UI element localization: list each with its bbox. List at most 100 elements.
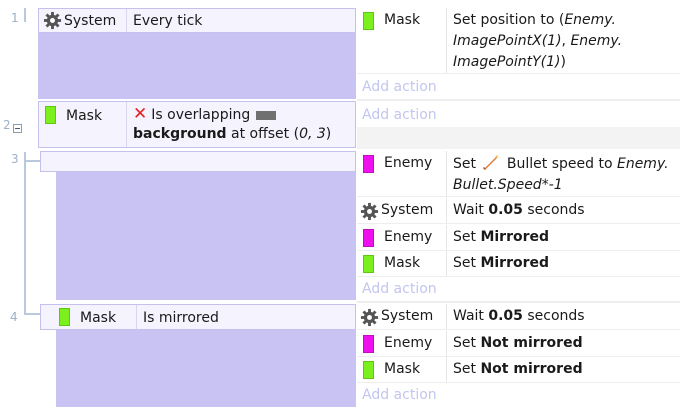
event-separator	[357, 127, 680, 149]
action-text: Set Mirrored	[447, 251, 680, 276]
action-text: Set position to (Enemy. ImagePointX(1), …	[447, 8, 680, 73]
action-object-label: System	[381, 308, 434, 324]
event-1-action-1[interactable]: Mask Set position to (Enemy. ImagePointX…	[357, 8, 680, 74]
action-object: System	[357, 198, 447, 223]
green-sprite-icon	[363, 12, 374, 30]
action-param: Mirrored	[480, 229, 550, 245]
tree-line	[24, 160, 40, 162]
event-4-action-3[interactable]: Mask Set Not mirrored	[357, 357, 680, 383]
event-3-action-1[interactable]: Enemy Set Bullet speed to Enemy. Bullet.…	[357, 151, 680, 197]
event-separator	[357, 99, 680, 101]
action-object: Mask	[357, 251, 447, 276]
condition-object: Mask	[41, 305, 137, 329]
action-text-part: Set	[453, 361, 481, 377]
action-text: Set Not mirrored	[447, 331, 680, 356]
event-2-condition[interactable]: Mask ✕Is overlapping background at offse…	[38, 101, 356, 148]
action-expression: ImagePointX(1)	[453, 33, 562, 49]
condition-object-label: System	[64, 13, 117, 29]
action-text-part: seconds	[522, 202, 585, 218]
condition-text-part: at offset (	[226, 126, 300, 142]
action-param: 0.05	[488, 308, 523, 324]
green-sprite-icon	[59, 308, 70, 326]
action-text: Wait 0.05 seconds	[447, 198, 680, 223]
condition-text: ✕Is overlapping background at offset (0,…	[127, 102, 337, 146]
collapse-icon[interactable]	[13, 124, 22, 133]
action-expression: Enemy.	[570, 33, 623, 49]
add-action-link[interactable]: Add action	[362, 79, 437, 95]
action-text-part: ,	[561, 33, 571, 49]
action-object-label: Mask	[384, 361, 421, 377]
condition-text: Is mirrored	[143, 310, 219, 326]
event-3-condition-header[interactable]	[40, 151, 356, 172]
red-x-icon: ✕	[133, 104, 148, 124]
condition-param: 0, 3	[299, 126, 326, 142]
action-object-label: Enemy	[384, 229, 433, 245]
bullet-behavior-icon	[483, 155, 499, 170]
event-3-action-3[interactable]: Enemy Set Mirrored	[357, 225, 680, 251]
condition-object-label: Mask	[80, 310, 117, 326]
green-sprite-icon	[363, 361, 374, 379]
event-number: 1	[11, 11, 19, 25]
condition-object-label: Mask	[66, 108, 103, 124]
action-object: Enemy	[357, 225, 447, 250]
action-object-label: Mask	[384, 12, 421, 28]
action-text-part: Wait	[453, 308, 489, 324]
add-action-link[interactable]: Add action	[362, 281, 437, 297]
event-separator	[357, 301, 680, 303]
action-object: Mask	[357, 357, 447, 382]
event-4-condition[interactable]: Mask Is mirrored	[40, 304, 356, 330]
action-text-part: Set	[453, 335, 481, 351]
action-object-label: System	[381, 202, 434, 218]
action-object-label: Enemy	[384, 155, 433, 171]
action-text-part: seconds	[522, 308, 585, 324]
action-object: System	[357, 304, 447, 329]
magenta-sprite-icon	[363, 335, 374, 353]
tiled-background-icon	[256, 110, 277, 120]
action-text-part: Set position to (	[453, 12, 565, 28]
action-text: Set Bullet speed to Enemy. Bullet.Speed*…	[447, 151, 680, 196]
action-expression: Enemy.	[564, 12, 616, 28]
green-sprite-icon	[45, 106, 56, 124]
event-3-action-4[interactable]: Mask Set Mirrored	[357, 251, 680, 277]
condition-text-part: )	[325, 126, 332, 142]
event-4-action-1[interactable]: System Wait 0.05 seconds	[357, 304, 680, 330]
action-object: Mask	[357, 8, 447, 73]
action-text: Set Not mirrored	[447, 357, 680, 382]
event-number: 3	[11, 152, 19, 166]
add-action-link[interactable]: Add action	[362, 387, 437, 403]
action-param: 0.05	[488, 202, 523, 218]
action-text: Wait 0.05 seconds	[447, 304, 680, 329]
tree-line	[24, 152, 26, 314]
gear-icon	[43, 11, 62, 30]
action-object-label: Mask	[384, 255, 421, 271]
magenta-sprite-icon	[363, 155, 374, 173]
tree-line	[24, 313, 40, 315]
action-param: Mirrored	[480, 255, 550, 271]
action-text-part: )	[560, 54, 566, 70]
action-text-part: Set	[453, 156, 476, 172]
event-1-condition[interactable]: System Every tick	[38, 8, 356, 33]
green-sprite-icon	[363, 255, 374, 273]
action-object-label: Enemy	[384, 335, 433, 351]
event-3-action-2[interactable]: System Wait 0.05 seconds	[357, 198, 680, 224]
event-number: 4	[10, 310, 18, 324]
action-text-part: Wait	[453, 202, 489, 218]
condition-text: Every tick	[133, 13, 203, 29]
action-text: Set Mirrored	[447, 225, 680, 250]
event-4-action-2[interactable]: Enemy Set Not mirrored	[357, 331, 680, 357]
gear-icon	[360, 202, 379, 221]
action-text-part: Bullet speed to	[506, 156, 613, 172]
tree-line	[24, 8, 26, 22]
action-text-part: Set	[453, 229, 481, 245]
action-expression: ImagePointY(1)	[453, 54, 561, 70]
event-3-condition-block[interactable]	[56, 151, 356, 300]
magenta-sprite-icon	[363, 229, 374, 247]
action-object: Enemy	[357, 151, 447, 196]
condition-object: System	[39, 9, 127, 32]
action-param: Not mirrored	[480, 361, 583, 377]
add-action-link[interactable]: Add action	[362, 107, 437, 123]
condition-text-part: Is overlapping	[151, 107, 251, 123]
action-param: Not mirrored	[480, 335, 583, 351]
gear-icon	[360, 308, 379, 327]
action-object: Enemy	[357, 331, 447, 356]
